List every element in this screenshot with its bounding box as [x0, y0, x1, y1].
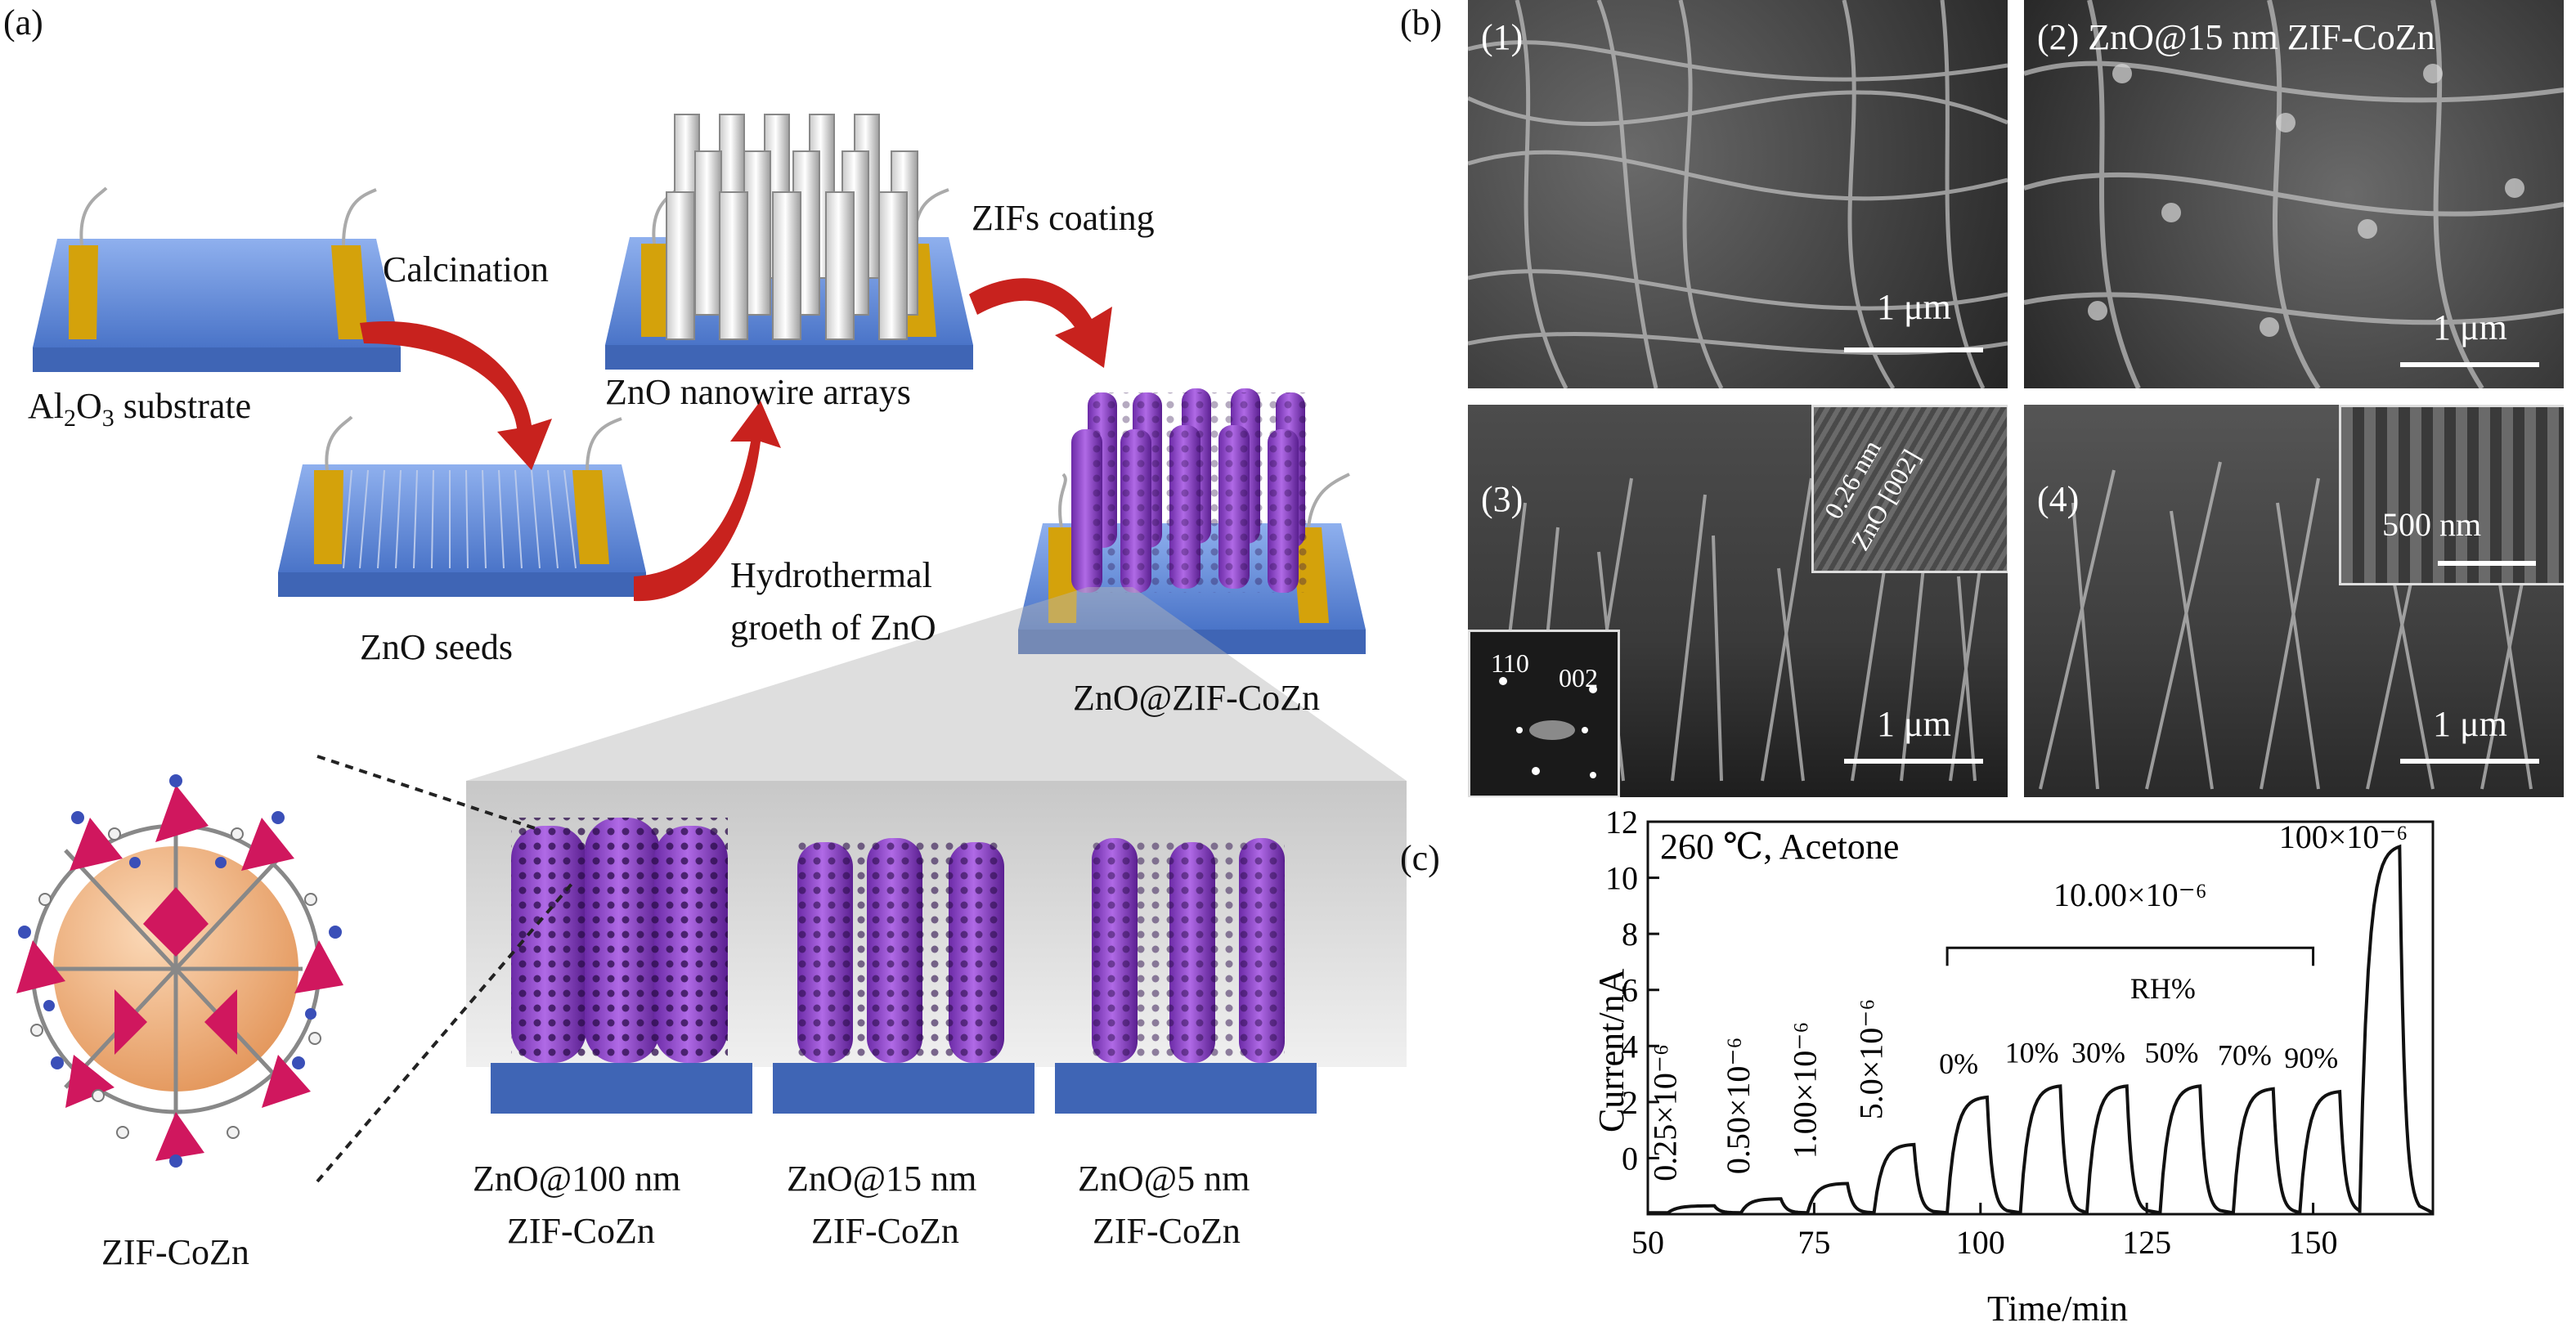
zno-seeds-label: ZnO seeds — [360, 627, 513, 667]
pulse-label: 0.25×10⁻⁶ — [1646, 1044, 1683, 1181]
pulse-label: 100×10⁻⁶ — [2279, 818, 2408, 855]
pulse-label: 90% — [2284, 1042, 2338, 1074]
zno-zif-label: ZnO@ZIF-CoZn — [1073, 678, 1321, 718]
variant-rods-100nm — [511, 818, 728, 1063]
sem-4-tag: (4) — [2037, 479, 2080, 519]
sem-image-2: (2) ZnO@15 nm ZIF-CoZn 1 μm — [2024, 0, 2564, 388]
nanowire-arrays-label: ZnO nanowire arrays — [605, 372, 911, 412]
pulse-label: 0% — [1939, 1047, 1978, 1080]
y-tick-label: 2 — [1622, 1084, 1638, 1121]
zif-cozn-label: ZIF-CoZn — [101, 1232, 249, 1272]
sem-1-tag: (1) — [1481, 17, 1524, 57]
nanowire-texture — [1468, 0, 2008, 388]
rh-label: RH% — [2130, 972, 2196, 1005]
hydrothermal-label-1: Hydrothermal — [730, 555, 932, 595]
plot-frame — [1646, 820, 2435, 1216]
sem-1-scale: 1 μm — [1877, 287, 1951, 327]
sem-4-inset: 500 nm — [2339, 405, 2564, 585]
pulse-label: 10% — [2005, 1036, 2059, 1069]
substrate-nanowires — [605, 114, 973, 370]
bracket-label: 10.00×10⁻⁶ — [2053, 876, 2207, 913]
sem-4-inset-scalebar — [2438, 561, 2536, 566]
saed-110-label: 110 — [1491, 648, 1529, 678]
variant-bases — [491, 1063, 1317, 1114]
x-tick-label: 150 — [2289, 1224, 2338, 1261]
x-tick-label: 50 — [1631, 1224, 1664, 1261]
substrate-plain — [33, 186, 401, 372]
y-axis-ticks: 0 2 4 6 8 10 12 — [1605, 805, 1659, 1177]
pulse-label: 50% — [2144, 1036, 2198, 1069]
hrtem-inset: 0.26 nm ZnO [002] — [1811, 405, 2008, 573]
variant-5-line2: ZIF-CoZn — [1093, 1211, 1241, 1251]
x-tick-label: 75 — [1797, 1224, 1830, 1261]
y-tick-label: 8 — [1622, 916, 1638, 953]
sem-1-scalebar — [1844, 347, 1983, 352]
pulse-labels: 0.25×10⁻⁶ 0.50×10⁻⁶ 1.00×10⁻⁶ 5.0×10⁻⁶ 0% 10%… — [1646, 818, 2408, 1181]
sem-3-scalebar — [1844, 759, 1983, 764]
sem-3-scale: 1 μm — [1877, 704, 1951, 744]
response-chart: 0 2 4 6 8 10 12 50 75 100 125 150 0.25×10⁻⁶ 0.50×10… — [1591, 805, 2435, 1327]
variant-5-line1: ZnO@5 nm — [1078, 1159, 1250, 1199]
pulse-label: 30% — [2071, 1036, 2125, 1069]
calcination-label: Calcination — [383, 249, 549, 289]
saed-pattern — [1499, 677, 1597, 778]
y-tick-label: 4 — [1622, 1028, 1638, 1065]
y-axis-label: Current/nA — [1591, 968, 1631, 1132]
sem-4-scale: 1 μm — [2433, 704, 2507, 744]
pulse-label: 70% — [2218, 1039, 2272, 1072]
sem-image-1: (1) 1 μm — [1468, 0, 2008, 388]
current-trace — [1648, 844, 2434, 1216]
x-axis-ticks: 50 75 100 125 150 — [1631, 1203, 2338, 1261]
sem-4-inset-scale: 500 nm — [2382, 506, 2482, 543]
variant-15-line2: ZIF-CoZn — [811, 1211, 959, 1251]
x-axis-label: Time/min — [1987, 1289, 2128, 1327]
sem-3-tag: (3) — [1481, 479, 1524, 519]
zif-cozn-molecule — [16, 774, 343, 1168]
variant-100-line1: ZnO@100 nm — [473, 1159, 681, 1199]
substrate-seeds — [278, 415, 646, 597]
pulse-label: 0.50×10⁻⁶ — [1720, 1038, 1757, 1175]
panel-c-letter: (c) — [1400, 838, 1440, 878]
variant-rods-5nm — [1092, 838, 1285, 1063]
rh-bracket — [1945, 946, 2315, 966]
sem-image-4: (4) 500 nm 1 μm — [2024, 405, 2564, 797]
hydrothermal-label-2: groeth of ZnO — [730, 607, 936, 648]
sem-2-scalebar — [2400, 362, 2539, 367]
substrate-zif-coated — [1018, 388, 1366, 654]
substrate-label: Al2O3 substrate — [28, 386, 252, 432]
panel-b-letter: (b) — [1400, 2, 1443, 43]
saed-inset: 110 002 — [1468, 630, 1620, 797]
sem-2-tag: (2) ZnO@15 nm ZIF-CoZn — [2037, 17, 2435, 57]
process-arrows — [360, 278, 1112, 602]
x-tick-label: 100 — [1956, 1224, 2005, 1261]
panel-a-letter: (a) — [3, 2, 43, 43]
y-tick-label: 6 — [1622, 972, 1638, 1009]
y-tick-label: 0 — [1622, 1140, 1638, 1177]
zifs-coating-label: ZIFs coating — [972, 198, 1155, 238]
sem-image-3: (3) 0.26 nm ZnO [002] 110 002 1 μm — [1468, 405, 2008, 797]
variant-rods-15nm — [797, 838, 1004, 1063]
y-tick-label: 10 — [1605, 860, 1638, 897]
pulse-label: 5.0×10⁻⁶ — [1853, 999, 1890, 1120]
x-tick-label: 125 — [2122, 1224, 2171, 1261]
zoom-funnel — [466, 587, 1407, 781]
chart-title: 260 ℃, Acetone — [1660, 827, 1899, 867]
pulse-label: 1.00×10⁻⁶ — [1786, 1022, 1823, 1159]
nanowire-texture-2 — [2024, 0, 2564, 388]
variant-15-line1: ZnO@15 nm — [787, 1159, 977, 1199]
sem-4-scalebar — [2400, 759, 2539, 764]
variant-100-line2: ZIF-CoZn — [507, 1211, 655, 1251]
sem-2-scale: 1 μm — [2433, 307, 2507, 347]
panel-a-schematic — [16, 114, 1407, 1183]
y-tick-label: 12 — [1605, 805, 1638, 841]
